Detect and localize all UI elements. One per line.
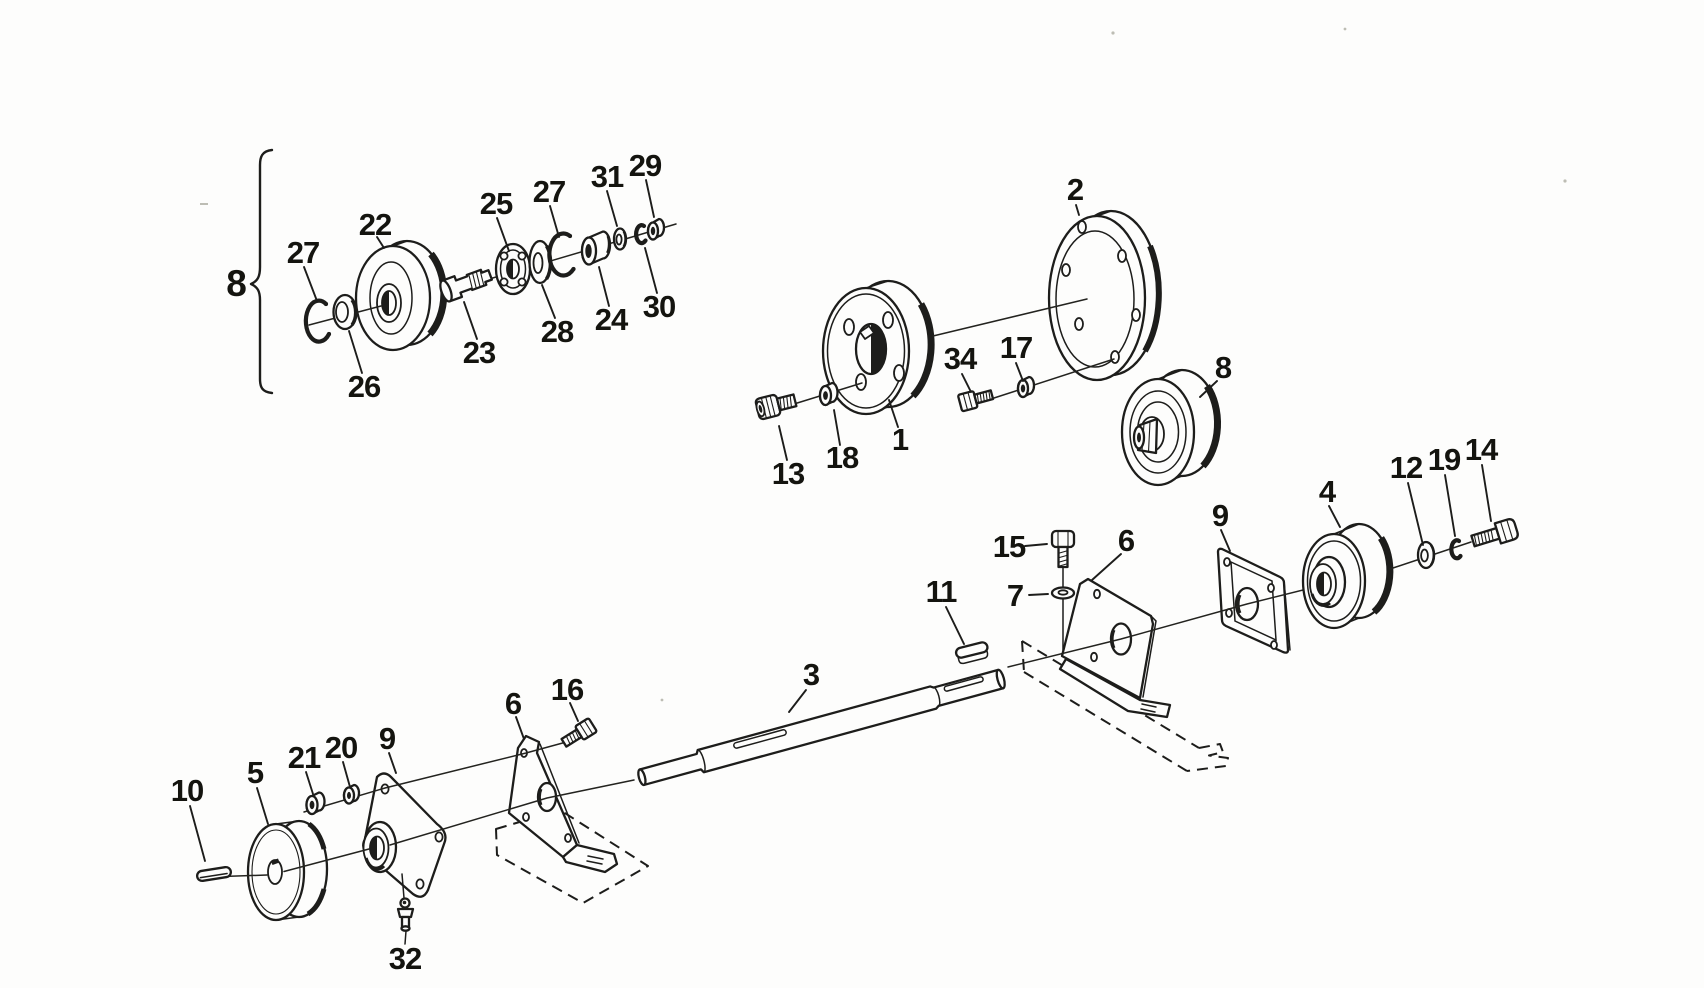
part-nut-18 — [818, 381, 839, 407]
part-support-bracket-6-right — [1058, 577, 1172, 719]
axis-line-hub-to-plate — [932, 298, 1088, 337]
callout-30: 30 — [643, 289, 675, 324]
part-pulley-5 — [246, 819, 329, 922]
callout-26: 26 — [348, 369, 381, 404]
callout-27-inner: 27 — [533, 174, 565, 209]
callout-31: 31 — [591, 159, 624, 194]
callout-24: 24 — [595, 302, 629, 337]
callout-7: 7 — [1007, 578, 1023, 613]
callout-8-group: 8 — [226, 263, 246, 304]
part-bearing-housing-9-left — [362, 772, 447, 898]
part-pulley-22 — [354, 239, 448, 352]
axis-line-bolt-34 — [993, 358, 1115, 399]
leader-lines — [189, 179, 1492, 862]
callout-20: 20 — [325, 730, 357, 765]
callout-23: 23 — [463, 335, 496, 370]
callout-4: 4 — [1319, 474, 1337, 509]
callout-6-right: 6 — [1118, 523, 1135, 558]
callout-2: 2 — [1067, 172, 1083, 207]
part-washer-26 — [332, 293, 358, 331]
part-hex-bolt-34 — [957, 389, 995, 413]
callout-1: 1 — [892, 422, 909, 457]
part-nut-21 — [305, 791, 326, 816]
part-pulley-4 — [1301, 522, 1394, 630]
callout-16: 16 — [551, 672, 584, 707]
callout-21: 21 — [288, 740, 321, 775]
callout-17: 17 — [1000, 330, 1032, 365]
part-hex-bolt-15 — [1050, 529, 1076, 569]
part-hex-bolt-14 — [1470, 518, 1519, 548]
axis-line-pulley5-to-housing — [283, 848, 370, 873]
part-stub-shaft-23 — [439, 268, 494, 303]
part-drive-shaft-3 — [637, 668, 1006, 787]
callout-27-outer: 27 — [287, 235, 319, 270]
part-spacer-bushing-24 — [580, 230, 612, 266]
part-retaining-ring-27-inner — [547, 231, 576, 278]
callout-18: 18 — [826, 440, 859, 475]
part-grease-fitting-32 — [396, 873, 415, 945]
axis-line-housing-to-shaft — [389, 779, 635, 846]
axis-line-main-right — [1007, 583, 1328, 668]
scan-specks — [200, 27, 1567, 702]
callout-29: 29 — [629, 148, 662, 183]
callout-34: 34 — [944, 341, 978, 376]
part-support-bracket-6-left — [507, 734, 619, 874]
part-nut-17 — [1016, 375, 1036, 399]
part-hex-bolt-16 — [560, 717, 598, 748]
part-nut-29 — [646, 217, 666, 241]
part-washer-31 — [612, 227, 628, 251]
part-cover-plate-2 — [1047, 209, 1162, 382]
callout-13: 13 — [772, 456, 805, 491]
part-washer-12 — [1416, 540, 1436, 570]
callout-8-pulley: 8 — [1215, 350, 1232, 385]
callout-22: 22 — [359, 207, 391, 242]
part-washer-28 — [528, 239, 553, 285]
part-bearing-plate-9-right — [1216, 547, 1291, 654]
callout-9-left: 9 — [379, 721, 396, 756]
part-hub-flange-1 — [821, 279, 935, 416]
part-lock-washer-30 — [634, 223, 648, 246]
callout-19: 19 — [1428, 442, 1461, 477]
part-key-11 — [954, 641, 989, 665]
callout-14: 14 — [1465, 432, 1499, 467]
callout-9-right: 9 — [1212, 498, 1229, 533]
part-retaining-ring-27-outer — [303, 298, 332, 344]
part-socket-screw-13 — [754, 393, 798, 421]
callout-6-left: 6 — [505, 686, 522, 721]
callout-12: 12 — [1390, 450, 1422, 485]
callout-3: 3 — [803, 657, 820, 692]
part-washer-7 — [1050, 586, 1076, 600]
callout-28: 28 — [541, 314, 574, 349]
callout-11: 11 — [926, 574, 958, 609]
frame-rail-dashed-right — [1021, 640, 1229, 772]
callout-15: 15 — [993, 529, 1026, 564]
callout-10: 10 — [171, 773, 203, 808]
callout-5: 5 — [247, 755, 264, 790]
part-washer-20 — [342, 783, 361, 805]
callout-25: 25 — [480, 186, 513, 221]
part-ball-bearing-25 — [494, 242, 532, 296]
part-key-10 — [195, 865, 233, 883]
callout-labels: 8 27 22 25 27 31 29 26 23 28 24 30 13 18… — [171, 148, 1500, 976]
group-8-brace — [249, 148, 274, 395]
part-idler-pulley-assembly-8 — [1120, 368, 1222, 487]
callout-32: 32 — [389, 941, 421, 976]
part-lock-washer-19 — [1449, 538, 1463, 561]
